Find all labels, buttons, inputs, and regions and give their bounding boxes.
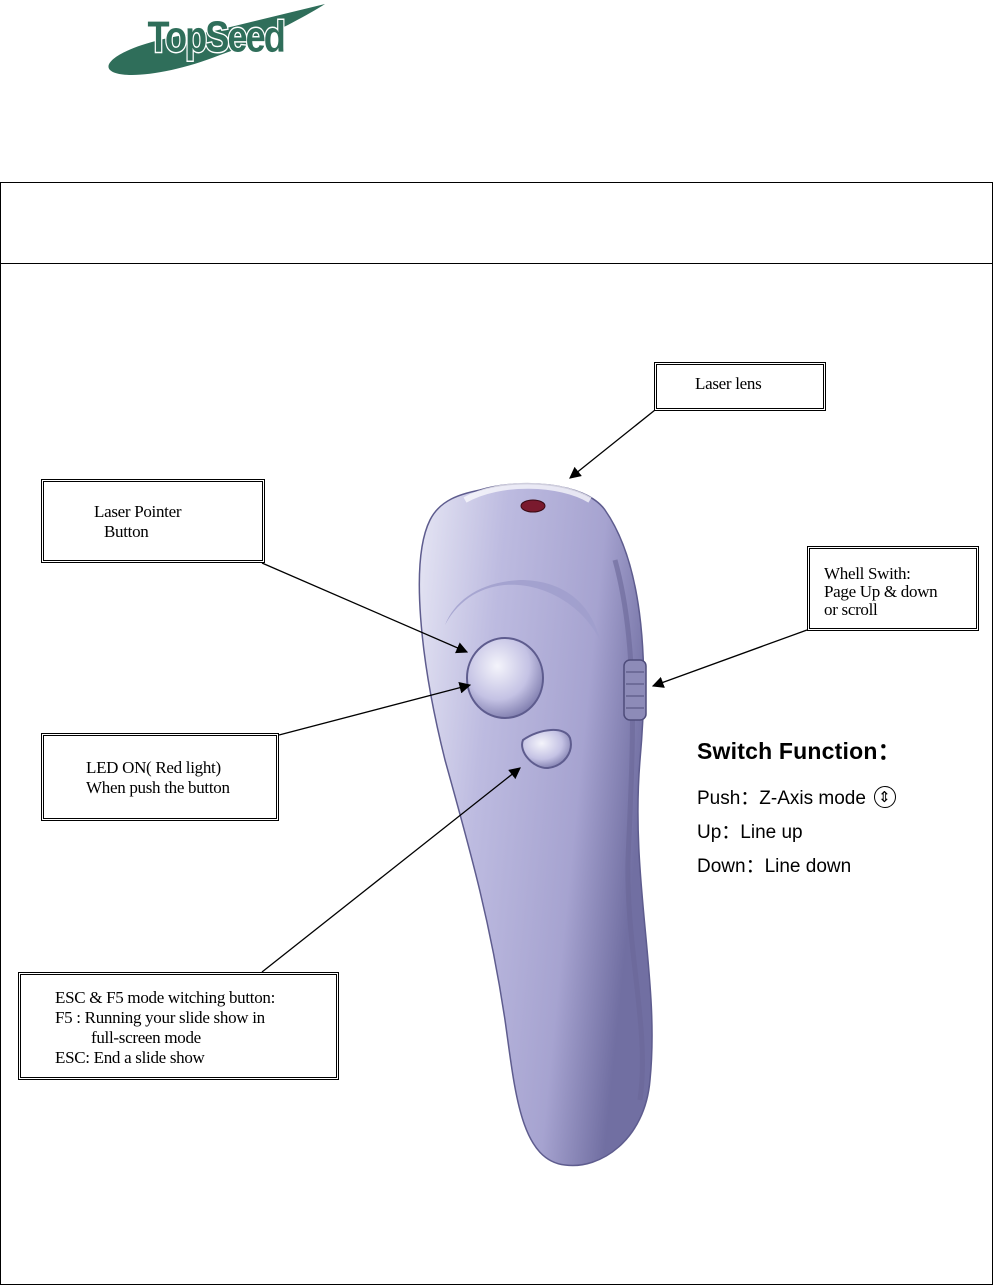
topseed-logo: TopSeed — [100, 0, 330, 80]
callout-line: Button — [94, 522, 262, 542]
callout-line: LED ON( Red light) — [86, 758, 276, 778]
switch-function-title: Switch Function： — [697, 732, 901, 766]
callout-line: Page Up & down — [824, 583, 976, 601]
callout-led-on: LED ON( Red light) When push the button — [41, 733, 279, 821]
callout-line: ESC & F5 mode witching button: — [55, 988, 336, 1008]
callout-wheel-switch: Whell Swith: Page Up & down or scroll — [807, 546, 979, 631]
callout-line: F5 : Running your slide show in — [55, 1008, 336, 1028]
callout-line: full-screen mode — [55, 1028, 336, 1048]
frame-header-row — [1, 183, 992, 264]
callout-line: ESC: End a slide show — [55, 1048, 336, 1068]
logo-wordmark: TopSeed — [148, 14, 284, 62]
callout-laser-lens: Laser lens — [654, 362, 826, 411]
callout-line: Laser lens — [695, 374, 823, 394]
callout-laser-pointer-button: Laser Pointer Button — [41, 479, 265, 563]
switch-function-panel: Switch Function： Push：Z-Axis mode Up：Lin… — [697, 732, 901, 884]
switch-function-line: Down：Line down — [697, 850, 901, 884]
switch-function-line: Up：Line up — [697, 816, 901, 850]
switch-function-line: Push：Z-Axis mode — [697, 788, 866, 809]
callout-line: When push the button — [86, 778, 276, 798]
callout-line: Laser Pointer — [94, 502, 262, 522]
logo-swoosh-graphic: TopSeed — [100, 0, 330, 80]
switch-function-push: Push：Z-Axis mode — [697, 782, 901, 816]
z-axis-scroll-icon — [874, 786, 896, 808]
callout-line: Whell Swith: — [824, 565, 976, 583]
callout-esc-f5-button: ESC & F5 mode witching button: F5 : Runn… — [18, 972, 339, 1080]
callout-line: or scroll — [824, 601, 976, 619]
